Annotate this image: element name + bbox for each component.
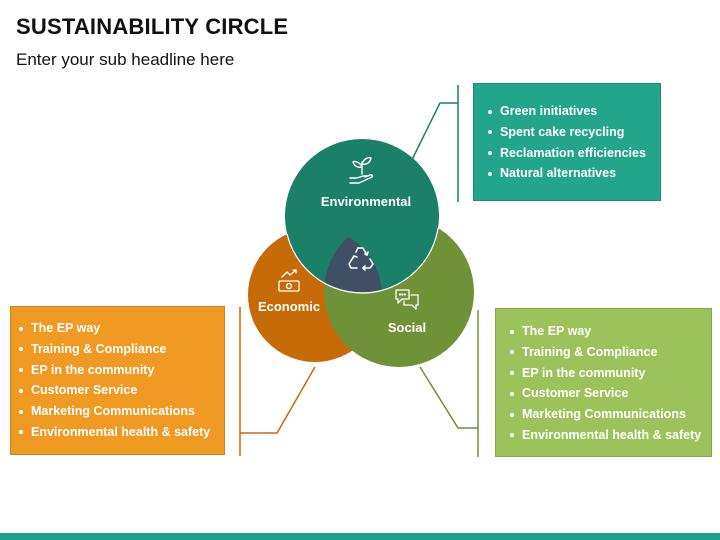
env-eco-overlap bbox=[285, 228, 382, 293]
economic-box: The EP way Training & Compliance EP in t… bbox=[10, 306, 225, 455]
page-subtitle: Enter your sub headline here bbox=[16, 50, 235, 69]
list-item: Training & Compliance bbox=[18, 339, 216, 360]
page-title: SUSTAINABILITY CIRCLE bbox=[16, 14, 289, 39]
recycle-icon bbox=[348, 247, 374, 271]
list-item: The EP way bbox=[509, 321, 703, 342]
list-item: Environmental health & safety bbox=[509, 425, 703, 446]
connector-lines bbox=[239, 85, 479, 457]
plant-hand-icon bbox=[349, 156, 374, 184]
env-connector bbox=[399, 102, 458, 185]
soc-connector bbox=[419, 366, 478, 429]
social-box: The EP way Training & Compliance EP in t… bbox=[495, 308, 712, 457]
list-item: Spent cake recycling bbox=[487, 122, 648, 143]
social-list: The EP way Training & Compliance EP in t… bbox=[509, 321, 703, 446]
list-item: Environmental health & safety bbox=[18, 422, 216, 443]
bottom-accent-bar bbox=[0, 533, 720, 540]
list-item: EP in the community bbox=[18, 360, 216, 381]
list-item: Training & Compliance bbox=[509, 342, 703, 363]
list-item: Customer Service bbox=[509, 383, 703, 404]
list-item: Marketing Communications bbox=[18, 401, 216, 422]
social-label: Social bbox=[388, 320, 426, 335]
list-item: Green initiatives bbox=[487, 101, 648, 122]
chat-bubbles-icon bbox=[395, 289, 419, 310]
environmental-box: Green initiatives Spent cake recycling R… bbox=[473, 83, 661, 201]
env-outline-2 bbox=[324, 217, 440, 294]
eco-connector bbox=[240, 366, 316, 434]
list-item: Marketing Communications bbox=[509, 404, 703, 425]
money-growth-icon bbox=[278, 269, 300, 292]
environmental-list: Green initiatives Spent cake recycling R… bbox=[487, 101, 648, 184]
list-item: Customer Service bbox=[18, 380, 216, 401]
list-item: EP in the community bbox=[509, 363, 703, 384]
economic-list: The EP way Training & Compliance EP in t… bbox=[18, 318, 216, 443]
env-soc-overlap bbox=[324, 217, 439, 293]
economic-label: Economic bbox=[258, 299, 320, 314]
environmental-label: Environmental bbox=[321, 194, 411, 209]
list-item: Natural alternatives bbox=[487, 163, 648, 184]
list-item: The EP way bbox=[18, 318, 216, 339]
list-item: Reclamation efficiencies bbox=[487, 143, 648, 164]
